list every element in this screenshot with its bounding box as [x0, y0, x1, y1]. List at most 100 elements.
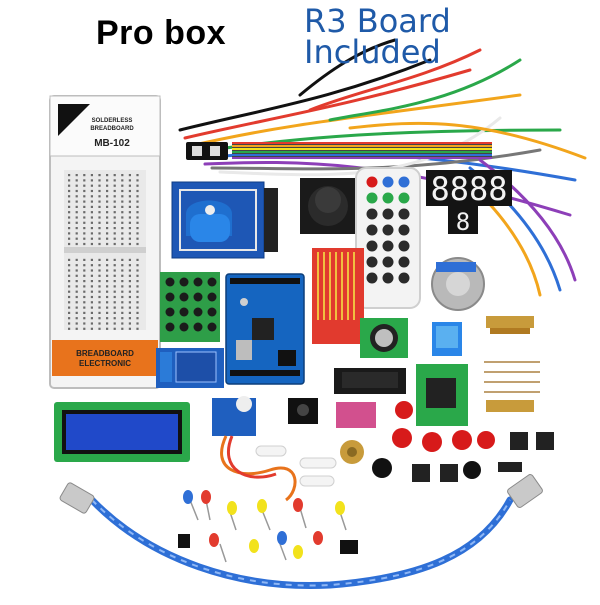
seven-seg-4-text: 8888 [430, 170, 507, 208]
breadboard-hole [90, 264, 93, 267]
breadboard-hole [75, 195, 78, 198]
breadboard-hole [106, 179, 109, 182]
breadboard-hole [113, 280, 116, 283]
breadboard-hole [68, 174, 71, 177]
breadboard-hole [106, 295, 109, 299]
breadboard-hole [136, 327, 139, 330]
remote-button [398, 224, 410, 236]
ribbon-cable [232, 142, 492, 159]
breadboard-hole [113, 285, 116, 288]
breadboard-hole [136, 211, 139, 214]
breadboard-header-line2: BREADBOARD [90, 126, 134, 132]
breadboard-hole [136, 317, 139, 320]
breadboard-hole [90, 327, 93, 330]
breadboard-hole [90, 211, 93, 214]
breadboard-hole [75, 295, 78, 299]
breadboard-hole [106, 189, 109, 193]
breadboard-hole [121, 189, 124, 193]
breadboard-hole [68, 317, 71, 320]
breadboard-hole [121, 242, 124, 246]
breadboard-hole [98, 174, 101, 177]
breadboard-hole [75, 179, 78, 182]
breadboard-hole [98, 327, 101, 330]
breadboard-hole [128, 211, 131, 214]
usb-cable [59, 474, 543, 590]
breadboard-hole [113, 264, 116, 267]
breadboard-hole [68, 322, 71, 325]
breadboard-model: MB-102 [94, 138, 130, 149]
breadboard-hole [113, 301, 116, 304]
breadboard-hole [98, 295, 101, 299]
breadboard-hole [113, 195, 116, 198]
breadboard-hole [98, 189, 101, 193]
breadboard-hole [83, 290, 86, 293]
breadboard-hole [128, 184, 131, 187]
breadboard-hole [98, 322, 101, 325]
remote-button [366, 224, 378, 236]
breadboard-hole [90, 269, 93, 272]
rtc-module [360, 318, 408, 358]
breadboard-hole [113, 290, 116, 293]
remote-button [398, 240, 410, 252]
breadboard-hole [128, 200, 131, 203]
header-pins [486, 316, 534, 412]
remote-button [382, 240, 394, 252]
breadboard-hole [98, 274, 101, 277]
breadboard-hole [68, 184, 71, 187]
breadboard-hole [98, 306, 101, 309]
breadboard-hole [121, 322, 124, 325]
breadboard-hole [128, 306, 131, 309]
remote-button [382, 208, 394, 220]
joystick-module [300, 178, 356, 234]
breadboard-hole [68, 274, 71, 277]
breadboard-hole [68, 232, 71, 235]
breadboard-hole [113, 327, 116, 330]
remote-button [398, 272, 410, 284]
remote-button [398, 176, 410, 188]
breadboard-hole [90, 322, 93, 325]
remote-button [366, 240, 378, 252]
breadboard-hole [90, 242, 93, 246]
breadboard-hole [75, 221, 78, 224]
breadboard-hole [90, 295, 93, 299]
breadboard-hole [98, 311, 101, 314]
breadboard-hole [113, 258, 116, 261]
breadboard-hole [68, 237, 71, 240]
breadboard-hole [106, 258, 109, 261]
breadboard-hole [113, 179, 116, 182]
keypad-key [207, 322, 217, 332]
breadboard-hole [75, 280, 78, 283]
breadboard-hole [128, 280, 131, 283]
breadboard-hole [68, 258, 71, 261]
breadboard-hole [90, 195, 93, 198]
breadboard-holes [68, 174, 139, 330]
breadboard-hole [106, 232, 109, 235]
breadboard-hole [136, 301, 139, 304]
keypad-key [165, 307, 175, 317]
breadboard-hole [83, 227, 86, 230]
keypad-key [193, 292, 203, 302]
breadboard-hole [121, 306, 124, 309]
ir-remote [355, 167, 421, 309]
breadboard-hole [128, 258, 131, 261]
seven-segment-1digit: 8 [448, 206, 478, 236]
breadboard-hole [75, 237, 78, 240]
keypad-key [207, 277, 217, 287]
breadboard-hole [106, 242, 109, 246]
breadboard-hole [68, 216, 71, 219]
breadboard-hole [113, 322, 116, 325]
breadboard-hole [75, 242, 78, 246]
breadboard-hole [121, 258, 124, 261]
breadboard-hole [113, 200, 116, 203]
breadboard-hole [136, 227, 139, 230]
breadboard-hole [106, 274, 109, 277]
breadboard-hole [128, 311, 131, 314]
breadboard-hole [121, 237, 124, 240]
remote-buttons [366, 176, 410, 284]
breadboard-hole [136, 258, 139, 261]
breadboard-hole [128, 179, 131, 182]
breadboard-hole [136, 269, 139, 272]
breadboard-hole [121, 290, 124, 293]
seven-segment-4digit: 8888 [426, 170, 512, 208]
breadboard-hole [90, 301, 93, 304]
